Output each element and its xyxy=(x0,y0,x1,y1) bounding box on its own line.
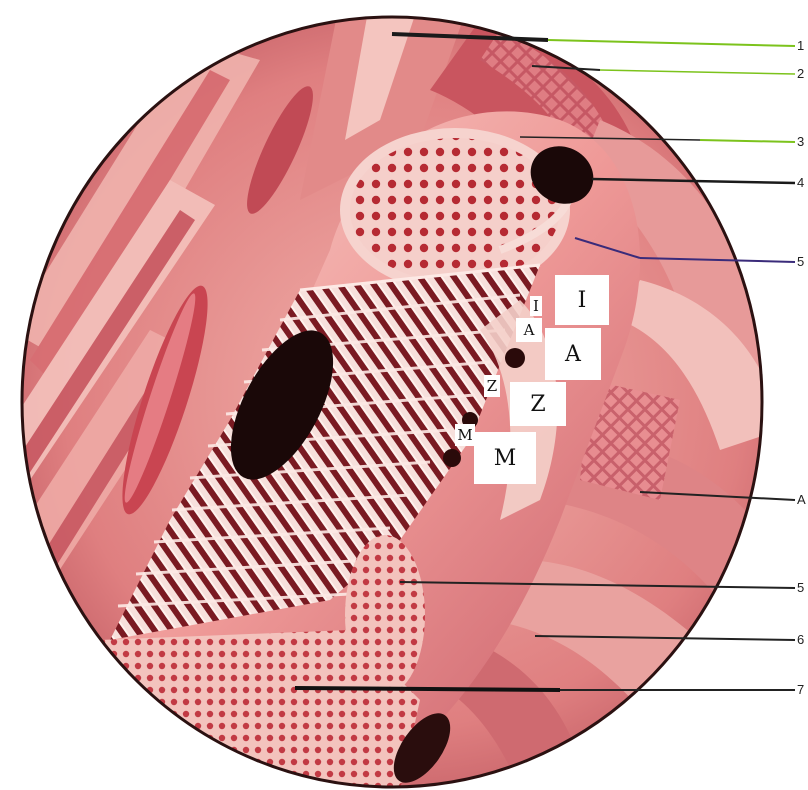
callout-label-2: 2 xyxy=(797,67,804,80)
band-label-A: A xyxy=(545,328,601,380)
callout-label-5-upper: 5 xyxy=(797,255,804,268)
callout-label-4: 4 xyxy=(797,176,804,189)
callout-label-1: 1 xyxy=(797,39,804,52)
band-label-Z: Z xyxy=(510,382,566,426)
band-label-small-A: A xyxy=(516,318,542,342)
callout-label-6: 6 xyxy=(797,633,804,646)
band-label-I: I xyxy=(555,275,609,325)
callout-label-3: 3 xyxy=(797,135,804,148)
callout-label-7: 7 xyxy=(797,683,804,696)
band-label-small-M: M xyxy=(455,424,475,446)
band-label-M: M xyxy=(474,432,536,484)
callout-label-A: A xyxy=(797,493,806,506)
band-label-small-I: I xyxy=(530,296,542,316)
callout-label-5-lower: 5 xyxy=(797,581,804,594)
band-label-small-Z: Z xyxy=(484,375,500,397)
